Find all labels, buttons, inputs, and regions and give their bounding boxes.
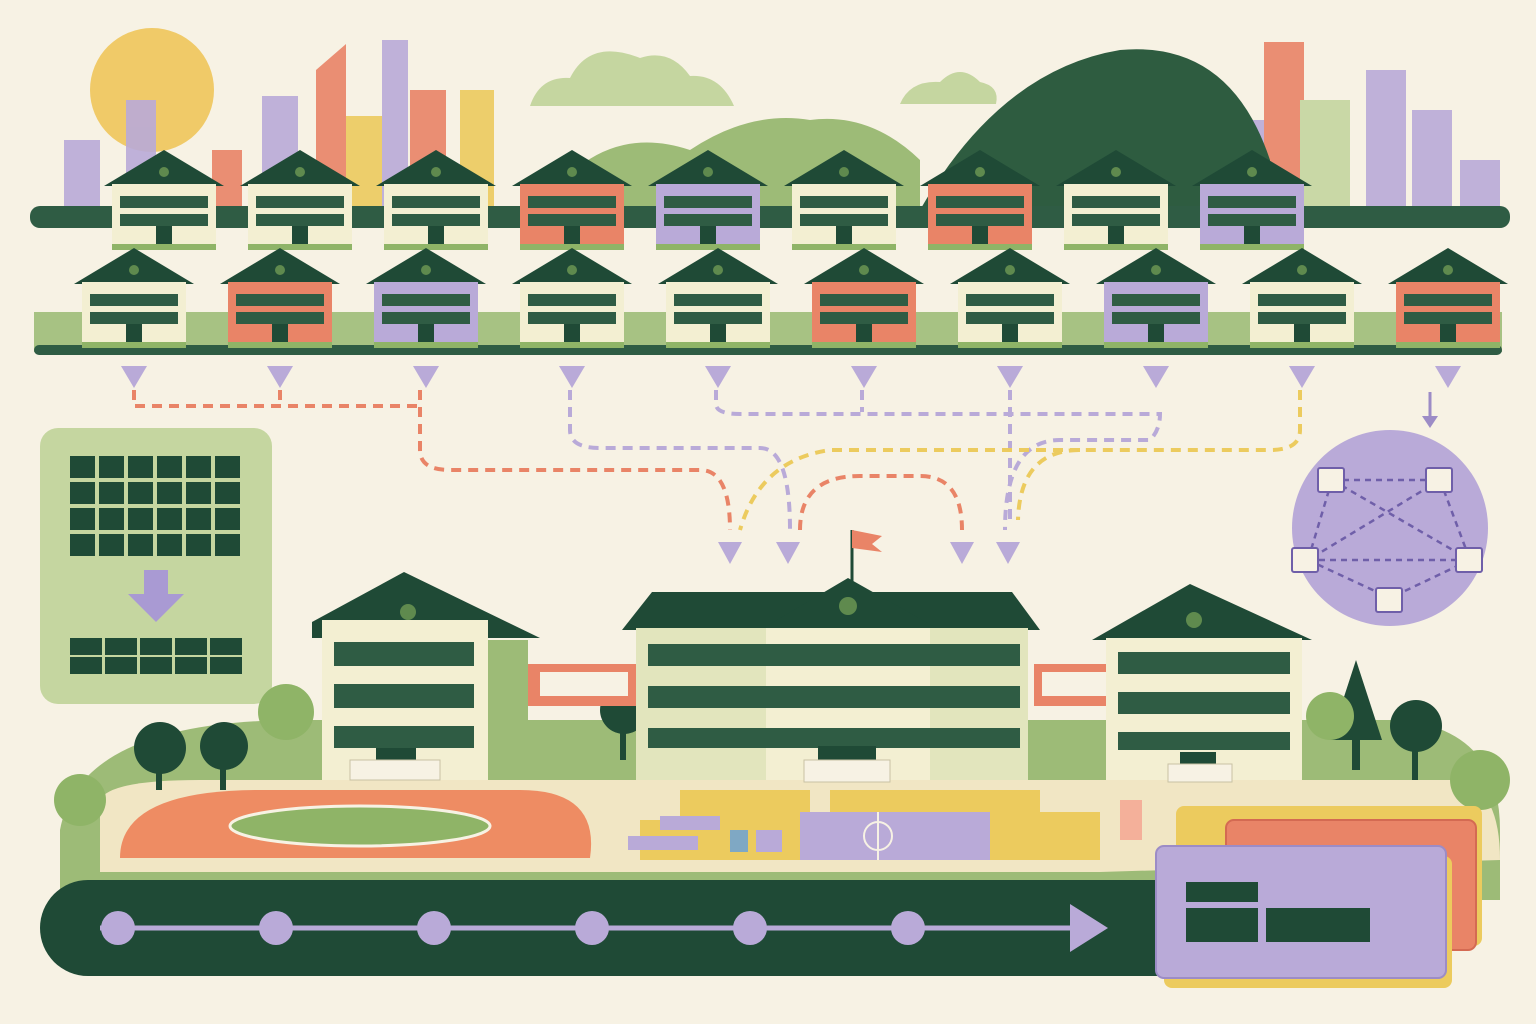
source-school — [804, 248, 924, 348]
campus-building-left — [312, 572, 540, 781]
down-arrow-icon — [1435, 366, 1461, 388]
cloud-icon — [530, 51, 734, 106]
flow-line-coral — [798, 474, 964, 531]
classroom-cell — [186, 456, 211, 478]
classroom-cell — [70, 456, 95, 478]
classroom-cell — [128, 508, 153, 530]
campus-building-center — [622, 530, 1040, 783]
source-school — [366, 248, 486, 348]
classroom-cell — [128, 482, 153, 504]
network-node — [1455, 547, 1483, 573]
classroom-cell — [215, 482, 240, 504]
down-arrow-icon — [559, 366, 585, 388]
classroom-cell — [186, 534, 211, 556]
classroom-grid-before — [70, 456, 240, 556]
merge-flow-lines — [132, 390, 1302, 531]
classroom-cell — [157, 482, 182, 504]
down-arrow-icon — [121, 366, 147, 388]
classroom-cell — [128, 456, 153, 478]
down-arrow-icon — [776, 542, 800, 564]
merged-targets — [718, 542, 1020, 564]
classroom-cell — [128, 534, 153, 556]
source-school — [1096, 248, 1216, 348]
network-node — [1291, 547, 1319, 573]
down-arrow-icon — [413, 366, 439, 388]
down-arrow-icon — [267, 366, 293, 388]
flow-line-yellow — [738, 448, 1080, 531]
timeline-milestone — [259, 911, 293, 945]
flow-line-lavender — [714, 390, 1163, 531]
down-arrow-icon — [705, 366, 731, 388]
flow-line-lavender — [568, 390, 792, 531]
timeline — [40, 880, 1220, 976]
timeline-milestone — [417, 911, 451, 945]
source-school — [220, 248, 340, 348]
network-node — [1425, 467, 1453, 493]
classroom-cell — [70, 482, 95, 504]
timeline-milestone — [891, 911, 925, 945]
down-arrow-icon — [128, 594, 184, 622]
classroom-cell — [215, 508, 240, 530]
timeline-milestones — [101, 911, 925, 945]
classroom-cell — [157, 456, 182, 478]
timeline-arrow-icon — [1070, 904, 1108, 952]
source-schools-back-row — [104, 150, 1312, 250]
classroom-cell — [99, 508, 124, 530]
network-node — [1317, 467, 1345, 493]
network-node — [1375, 587, 1403, 613]
down-arrow-icon — [851, 366, 877, 388]
network-icon — [1291, 430, 1488, 626]
flow-line-yellow — [1016, 390, 1302, 521]
classroom-cell — [157, 508, 182, 530]
flow-line-coral — [132, 390, 420, 408]
classroom-cell — [99, 456, 124, 478]
source-arrows — [121, 366, 1461, 388]
campus-building-right — [1092, 584, 1312, 783]
source-school — [1242, 248, 1362, 348]
classroom-cell — [186, 508, 211, 530]
down-arrow-icon — [996, 542, 1020, 564]
network-arrow — [1422, 392, 1438, 428]
document-card-icon — [1155, 806, 1482, 988]
source-school — [104, 150, 224, 250]
classroom-cell — [99, 534, 124, 556]
source-school — [512, 248, 632, 348]
timeline-milestone — [101, 911, 135, 945]
down-arrow-icon — [1289, 366, 1315, 388]
source-school — [1388, 248, 1508, 348]
down-arrow-icon — [997, 366, 1023, 388]
classroom-cell — [186, 482, 211, 504]
sports-court — [800, 812, 990, 860]
classroom-cell — [70, 534, 95, 556]
classroom-consolidation-panel — [40, 428, 272, 704]
classroom-cell — [70, 508, 95, 530]
cloud-icon — [900, 72, 997, 104]
down-arrow-icon — [1143, 366, 1169, 388]
classroom-cell — [99, 482, 124, 504]
source-school — [658, 248, 778, 348]
classroom-cell — [215, 534, 240, 556]
timeline-milestone — [733, 911, 767, 945]
sun-icon — [90, 28, 214, 152]
down-arrow-icon — [950, 542, 974, 564]
source-school — [950, 248, 1070, 348]
classroom-cell — [215, 456, 240, 478]
classroom-grid-after — [70, 638, 242, 674]
timeline-milestone — [575, 911, 609, 945]
source-school — [74, 248, 194, 348]
down-arrow-icon — [718, 542, 742, 564]
merged-campus — [54, 530, 1510, 900]
flag-icon — [852, 530, 882, 552]
flow-line-coral — [418, 390, 732, 531]
classroom-cell — [157, 534, 182, 556]
